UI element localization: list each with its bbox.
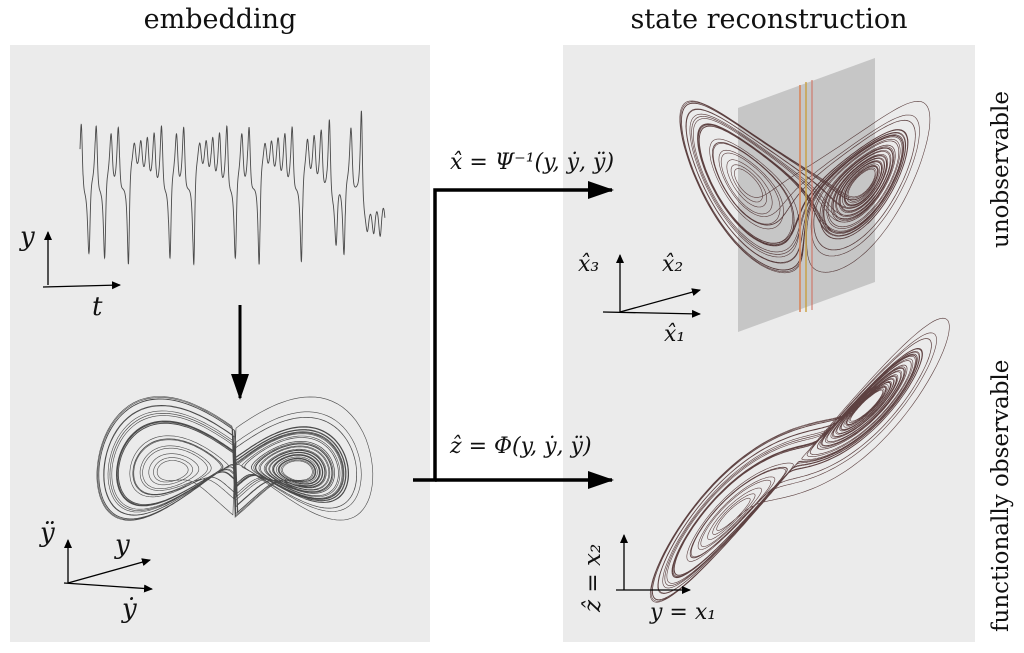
axis-label-x3hat: x̂₃ bbox=[578, 252, 600, 277]
axis-label-yddot: ÿ bbox=[40, 518, 55, 548]
time-series-line bbox=[79, 110, 386, 266]
observable-attractor bbox=[649, 317, 950, 603]
observable-trajectory bbox=[649, 317, 950, 603]
axis-label-z-equals-x2: ẑ = x₂ bbox=[580, 543, 606, 612]
flow-arrow-connector bbox=[413, 181, 614, 482]
equation-psi-inverse: x̂ = Ψ⁻¹(y, ẏ, ÿ) bbox=[450, 150, 615, 175]
equation-phi: ẑ = Φ(y, ẏ, ÿ) bbox=[450, 434, 592, 459]
axis-label-x2hat: x̂₂ bbox=[662, 252, 684, 277]
embedding-title: embedding bbox=[143, 4, 297, 35]
axis-label-y-diag: y bbox=[115, 530, 130, 560]
axis-label-x1hat: x̂₁ bbox=[664, 322, 686, 347]
reconstruction-panel bbox=[563, 45, 975, 642]
embedding-trajectory bbox=[96, 396, 374, 521]
axis-label-t: t bbox=[92, 292, 103, 322]
axes-embedding bbox=[63, 539, 153, 593]
embedded-attractor bbox=[96, 396, 374, 521]
unobservable-attractor bbox=[679, 100, 931, 274]
axes-unobservable bbox=[602, 254, 701, 318]
axes-timeseries bbox=[42, 231, 121, 290]
axis-label-ydot: ẏ bbox=[122, 594, 137, 624]
axis-label-y-equals-x1: y = x₁ bbox=[650, 600, 717, 625]
unobservable-trajectory bbox=[679, 100, 931, 274]
reconstruction-title: state reconstruction bbox=[630, 4, 908, 35]
label-unobservable: unobservable bbox=[988, 90, 1014, 248]
axes-observable bbox=[616, 534, 691, 594]
highlight-lines bbox=[799, 80, 813, 312]
time-series-plot bbox=[79, 110, 386, 266]
label-functionally-observable: functionally observable bbox=[988, 359, 1014, 632]
axis-label-y: y bbox=[20, 222, 35, 252]
